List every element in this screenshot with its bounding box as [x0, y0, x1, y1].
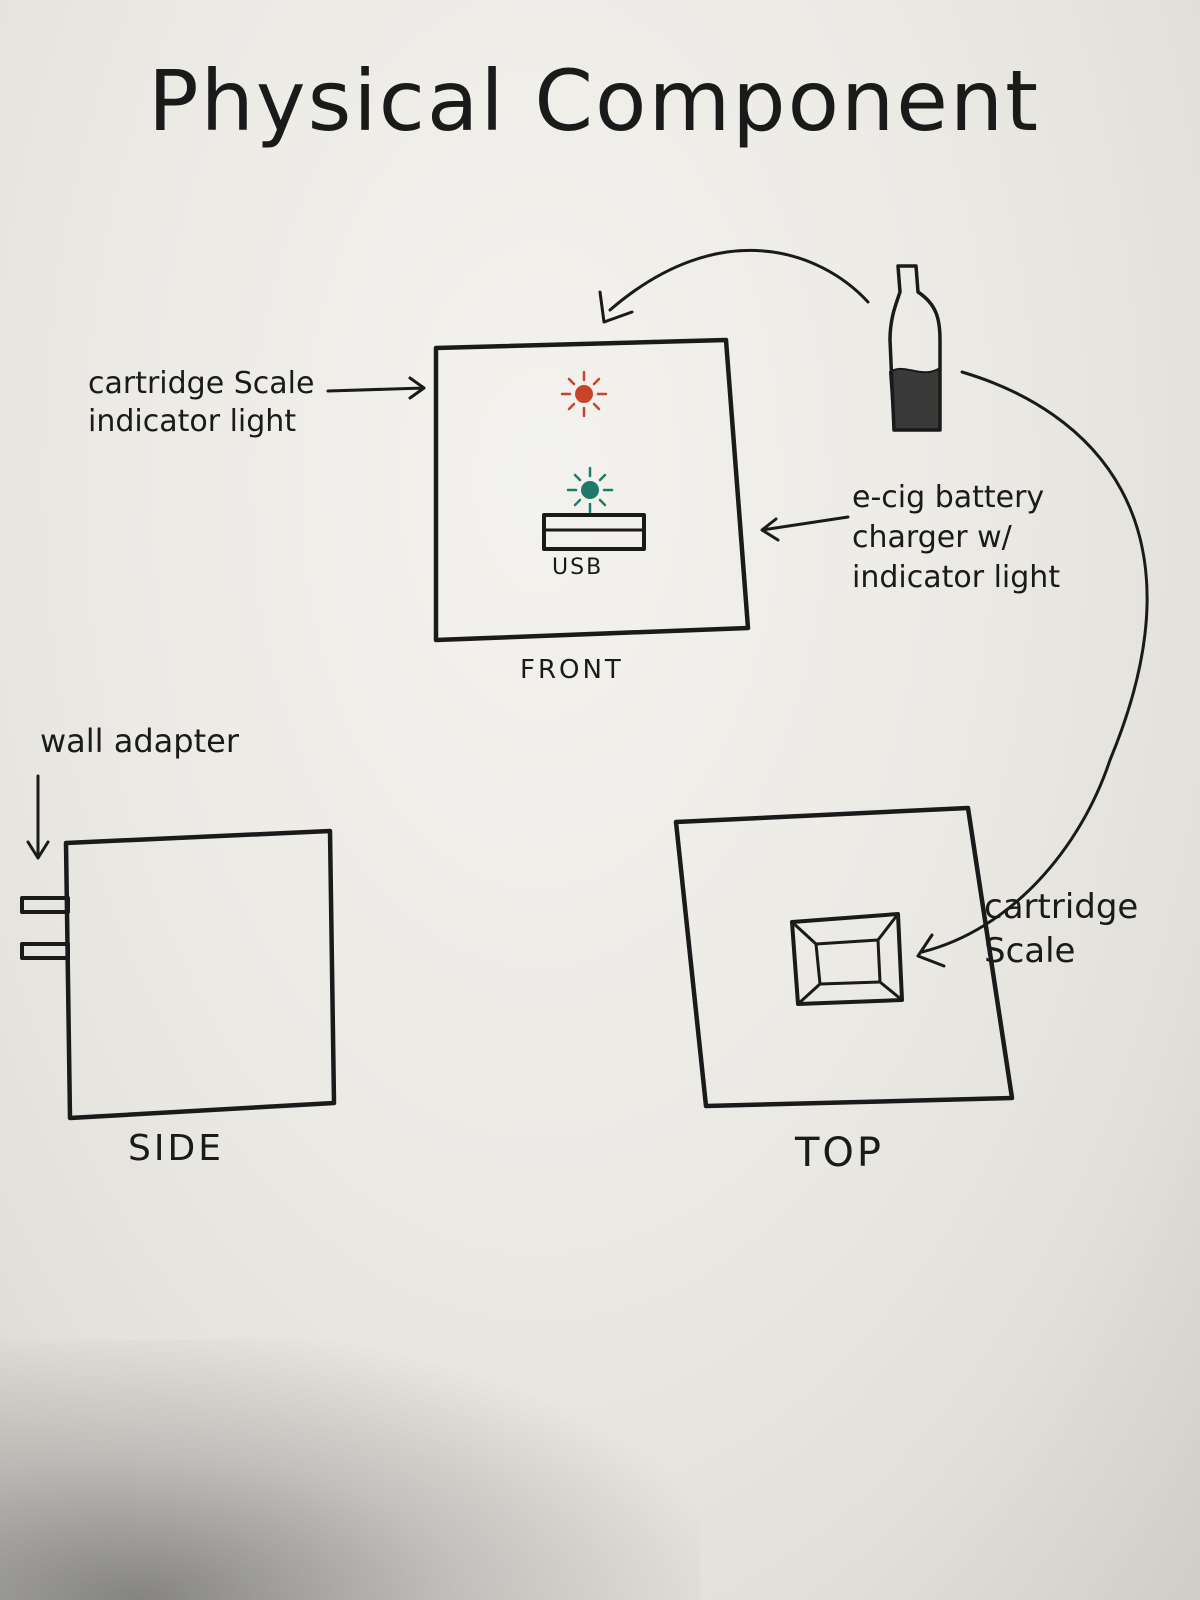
label-top-view: TOP — [795, 1130, 885, 1176]
arrow-bottle-to-scale — [916, 370, 1149, 968]
label-usb: USB — [552, 555, 604, 580]
cartridge-bottle-icon — [888, 264, 942, 432]
label-side-view: SIDE — [128, 1128, 224, 1169]
label-cartridge-scale-indicator-light: cartridge Scale indicator light — [88, 366, 315, 439]
red-indicator-light-icon — [560, 370, 608, 418]
arrow-to-cartridge-light — [326, 376, 426, 400]
teal-indicator-light-icon — [566, 466, 614, 514]
top-view-box — [673, 805, 1015, 1109]
usb-port — [542, 513, 646, 551]
arrow-bottle-to-front — [598, 248, 870, 324]
photo-shadow — [0, 1340, 700, 1600]
side-view-box — [63, 828, 337, 1121]
wall-adapter-prongs — [20, 896, 70, 960]
arrow-to-charger — [760, 515, 850, 542]
arrow-to-wall-adapter — [26, 774, 50, 860]
label-front-view: FRONT — [520, 655, 624, 685]
front-view-box — [433, 337, 751, 643]
cartridge-scale-tray — [790, 912, 904, 1006]
label-ecig-battery-charger: e-cig battery charger w/ indicator light — [852, 480, 1061, 595]
page-title: Physical Component — [148, 52, 1041, 150]
label-wall-adapter: wall adapter — [40, 722, 239, 760]
label-cartridge-scale: cartridge Scale — [984, 887, 1139, 971]
